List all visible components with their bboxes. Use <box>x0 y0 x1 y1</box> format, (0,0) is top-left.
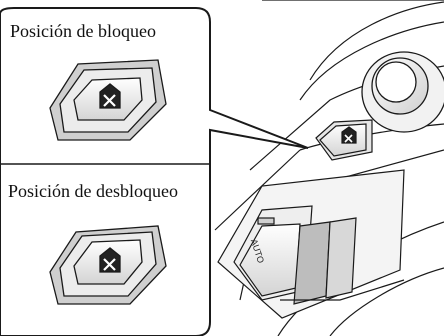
window-switch-bank <box>217 169 405 319</box>
window-lock-icon <box>99 247 121 273</box>
lock-position-label: Posición de bloqueo <box>10 21 156 41</box>
mirror-knob <box>361 51 444 133</box>
unlock-position-switch <box>49 225 167 305</box>
panel-lock-switch <box>315 119 373 161</box>
lock-position-switch <box>49 59 167 141</box>
unlock-position-label: Posición de desbloqueo <box>8 181 178 201</box>
window-lock-icon <box>99 83 121 109</box>
